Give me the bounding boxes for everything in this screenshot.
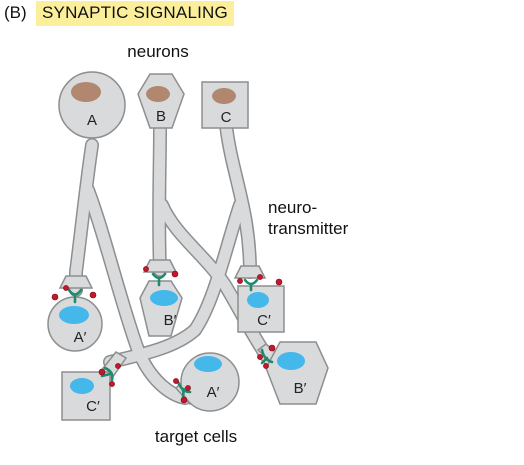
target-cell-a-prime-1: A′ [47, 296, 103, 352]
target-cell-b-prime-1: B′ [139, 280, 183, 337]
target-cells-label: target cells [155, 427, 237, 446]
target-cell-label: C′ [257, 312, 271, 329]
target-cell-label: A′ [74, 329, 87, 346]
neurotransmitter-label-line2: transmitter [268, 219, 349, 238]
target-cell-c-prime-1: C′ [237, 285, 285, 333]
axons [69, 118, 275, 405]
neuron-c-label: C [221, 109, 232, 126]
neuron-b: B [137, 73, 185, 129]
receptors [67, 272, 274, 398]
target-cell-b-prime-2: B′ [265, 341, 329, 405]
neurotransmitter-label-line1: neuro- [268, 198, 317, 217]
figure-title: SYNAPTIC SIGNALING [36, 1, 234, 26]
neuron-c: C [201, 81, 249, 129]
neuron-a: A [58, 71, 126, 139]
target-cell-c-prime-2: C′ [61, 371, 111, 421]
neurotransmitter-dots [51, 266, 283, 404]
panel-letter: (B) [4, 3, 27, 22]
target-cell-label: C′ [86, 398, 100, 415]
neuron-a-label: A [87, 112, 97, 129]
neurons-label: neurons [127, 42, 188, 61]
target-cell-label: A′ [207, 384, 220, 401]
target-cell-label: B′ [294, 380, 307, 397]
target-cell-a-prime-2: A′ [180, 352, 240, 412]
target-cell-label: B′ [164, 312, 177, 329]
neuron-b-label: B [156, 108, 166, 125]
